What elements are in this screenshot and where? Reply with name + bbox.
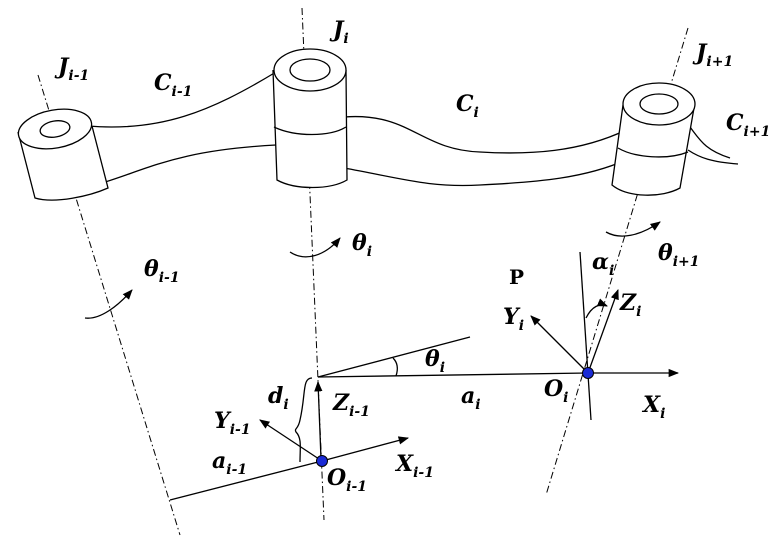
joint-axis-next (545, 27, 689, 496)
label-link-prev: Ci-1 (154, 70, 192, 100)
d-brace (294, 377, 313, 463)
label-joint-prev: Ji-1 (54, 54, 89, 84)
a-prev-baseline (169, 460, 323, 501)
origin-point-prev (316, 455, 328, 467)
link-c-next-stub-1 (689, 126, 731, 159)
label-d: di (268, 383, 289, 413)
label-theta-angle: θi (425, 346, 445, 376)
rotation-arrow-curr (289, 237, 341, 258)
theta-angle-arc (392, 357, 398, 377)
link-c-prev-top (87, 71, 277, 128)
label-theta-prev: θi-1 (144, 256, 180, 286)
theta-ray (317, 336, 471, 378)
label-x-prev: Xi-1 (394, 451, 434, 481)
cylinder-joint-next (611, 82, 696, 196)
label-o-curr: Oi (544, 376, 569, 406)
label-theta-curr: θi (352, 230, 372, 260)
cylinder-joint-prev (17, 108, 109, 201)
label-y-curr: Yi (503, 304, 524, 334)
z-prev-axis (314, 380, 323, 460)
rotation-arrow-prev (84, 289, 133, 319)
link-c-curr-bottom (343, 159, 627, 187)
label-a-prev: ai-1 (212, 448, 247, 478)
x-prev-axis (321, 436, 410, 462)
y-curr-axis (530, 315, 589, 374)
link-c-prev-bottom (104, 144, 277, 183)
label-alpha: αi (592, 249, 614, 279)
rotation-arrow-next (605, 221, 661, 237)
label-joint-curr: Ji (329, 17, 349, 47)
y-prev-axis (259, 419, 323, 462)
label-theta-next: θi+1 (658, 240, 699, 270)
label-o-prev: Oi-1 (327, 465, 367, 495)
vertical-reference-line (579, 251, 592, 421)
z-curr-axis (587, 289, 619, 374)
label-joint-next: Ji+1 (692, 40, 733, 70)
label-z-prev: Zi-1 (332, 390, 370, 420)
cylinder-joint-curr (272, 48, 348, 189)
label-a-curr: ai (461, 383, 481, 413)
label-link-next: Ci+1 (726, 110, 770, 140)
link-c-next-stub-2 (687, 149, 739, 165)
label-y-prev: Yi-1 (214, 408, 251, 438)
label-x-curr: Xi (641, 392, 665, 422)
label-point-p: P (509, 265, 524, 289)
link-c-curr-top (343, 115, 627, 154)
a-curr-line (317, 372, 589, 378)
alpha-angle-arc (585, 298, 608, 319)
origin-point-curr (582, 367, 594, 379)
label-link-curr: Ci (456, 91, 479, 121)
label-z-curr: Zi (619, 290, 641, 320)
